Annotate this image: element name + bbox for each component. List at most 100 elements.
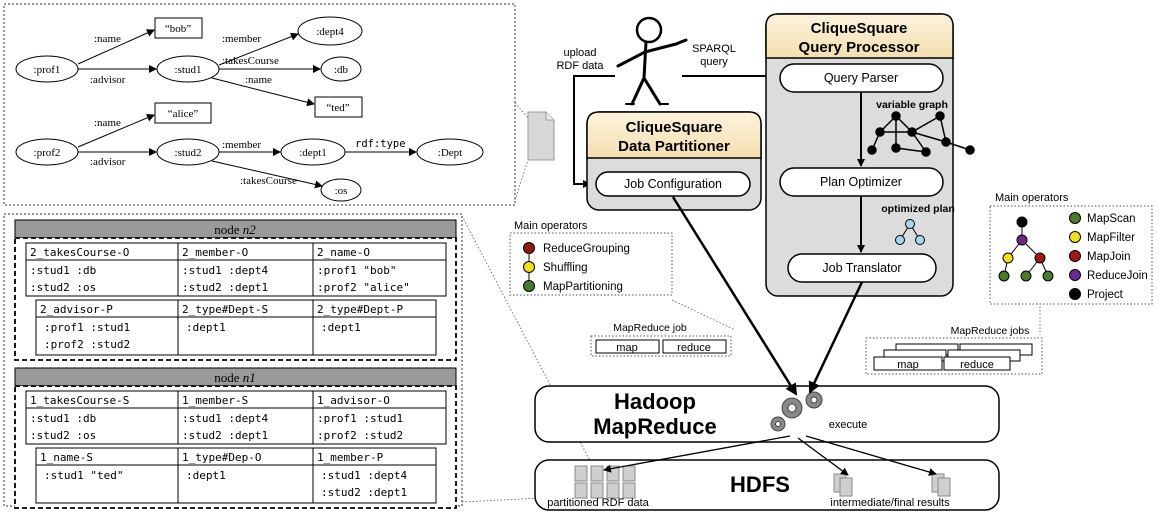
legend-swatch: [1069, 212, 1081, 224]
legend-item: ReduceGrouping: [523, 242, 630, 255]
legend-item: MapScan: [1069, 212, 1136, 225]
table-cell: :stud1 "ted": [44, 469, 123, 482]
hdfs-title: HDFS: [730, 472, 790, 497]
label-Dept: :Dept: [438, 147, 462, 159]
partition-table: 1_takesCourse-S:stud1 :db:stud2 :os: [30, 394, 129, 442]
map-box-label: map: [616, 342, 637, 354]
rdf-file-icon: [527, 111, 555, 161]
node-title: node n1: [214, 370, 256, 385]
hadoop-title: Hadoop: [614, 389, 696, 414]
table-header: 1_member-S: [182, 394, 248, 407]
label-stud1: :stud1: [175, 64, 202, 76]
table-header: 1_member-P: [317, 451, 384, 464]
node-title: node n2: [214, 222, 256, 237]
sparql-label: query: [700, 56, 728, 68]
variable-graph-label: variable graph: [876, 99, 948, 111]
execute-arrows: [603, 435, 937, 476]
legend-left: Main operators ReduceGroupingShufflingMa…: [509, 220, 732, 357]
processor-title: Query Processor: [799, 39, 920, 56]
edge-label-advisor: :advisor: [90, 74, 126, 86]
table-cell: :prof2 :stud2: [317, 429, 403, 442]
node-bob: [154, 17, 203, 39]
results-label: intermediate/final results: [830, 497, 950, 509]
label-dept4: :dept4: [316, 26, 344, 38]
legend-item: MapPartitioning: [523, 280, 623, 293]
user-stick-figure-icon: [616, 16, 688, 106]
partition-table: 1_advisor-O :prof1 :stud1 :prof2 :stud2: [317, 394, 403, 442]
partition-table: 2_takesCourse-O :stud1 :db :stud2 :os: [30, 246, 129, 294]
partition-table: 1_name-S :stud1 "ted": [40, 451, 123, 482]
legend-label: MapScan: [1087, 213, 1136, 225]
edge-label-name: :name: [94, 117, 121, 129]
label-stud2: :stud2: [175, 147, 202, 159]
query-processor: CliqueSquare Query Processor Query Parse…: [765, 13, 975, 297]
table-cell: :stud1 :db: [30, 412, 96, 425]
legend-swatch: [1069, 269, 1081, 281]
flow-arrows: [671, 196, 864, 396]
node-ted: [314, 96, 363, 118]
table-cell: :stud2 :dept1: [182, 281, 268, 294]
upload-label: upload: [563, 47, 596, 59]
table-cell: :stud2 :os: [30, 281, 96, 294]
table-header: 1_advisor-O: [317, 394, 390, 407]
execute-label: execute: [829, 419, 868, 431]
legend-right: Main operators MapScanMapFilterMapJoinRe…: [865, 192, 1153, 375]
table-cell: :prof1 :stud1: [317, 412, 403, 425]
mapreduce-job-label: MapReduce job: [613, 322, 687, 334]
table-cell: :prof2 "alice": [317, 281, 410, 294]
partition-table: 2_type#Dept-S:dept1: [182, 303, 268, 334]
upload-label: RDF data: [556, 60, 604, 72]
plan-optimizer: Plan Optimizer: [820, 175, 902, 189]
partition-table: 2_type#Dept-P:dept1: [317, 303, 403, 334]
table-cell: :stud1 :db: [30, 264, 96, 277]
node-dept4: [297, 16, 363, 46]
table-header: 2_member-O: [182, 246, 248, 259]
partition-node-n1: node n1 1_takesCourse-S:stud1 :db:stud2 :…: [14, 367, 457, 509]
partition-table: 1_member-S :stud1 :dept4 :stud2 :dept1: [182, 394, 268, 442]
table-cell: :prof2 :stud2: [44, 338, 130, 351]
partitioner-title: CliqueSquare: [626, 119, 723, 136]
legend-item: MapJoin: [1069, 250, 1130, 263]
optimized-plan-label: optimized plan: [881, 203, 955, 215]
data-partitioner: CliqueSquare Data Partitioner Job Config…: [586, 111, 762, 211]
table-header: 1_name-S: [40, 451, 93, 464]
edge-label-member: :member: [222, 139, 261, 151]
job-translator: Job Translator: [822, 261, 901, 275]
optimized-plan-icon: [895, 219, 925, 245]
partitioned-files-icon: [574, 465, 636, 499]
partition-table: 2_member-O :stud1 :dept4 :stud2 :dept1: [182, 246, 268, 294]
mapreduce-jobs-label: MapReduce jobs: [951, 325, 1030, 337]
label-bob: “bob”: [165, 23, 191, 35]
variable-graph-icon: [867, 111, 975, 157]
legend-right-title: Main operators: [995, 192, 1069, 204]
table-cell: :stud2 :dept1: [182, 429, 268, 442]
table-cell: :stud1 :dept4: [182, 264, 268, 277]
table-header: 2_takesCourse-O: [30, 246, 129, 259]
legend-item: ReduceJoin: [1069, 269, 1148, 282]
processor-title: CliqueSquare: [811, 20, 908, 37]
legend-swatch: [523, 242, 535, 254]
job-configuration: Job Configuration: [624, 177, 722, 191]
reduce-box-label: reduce: [960, 359, 994, 371]
sparql-label: SPARQL: [692, 43, 736, 55]
table-header: 2_type#Dept-P: [317, 303, 403, 316]
legend-item: Shuffling: [523, 261, 588, 274]
gears-icon: [770, 391, 823, 432]
table-cell: :stud1 :dept4: [321, 469, 407, 482]
table-cell: :stud1 :dept4: [182, 412, 268, 425]
label-prof1: :prof1: [34, 64, 61, 76]
label-alice: “alice”: [168, 108, 199, 120]
partition-table: 2_name-O:prof1 "bob":prof2 "alice": [317, 246, 410, 294]
partitioned-rdf-label: partitioned RDF data: [547, 497, 649, 509]
label-db: :db: [334, 64, 349, 76]
partition-table: 1_member-P:stud1 :dept4:stud2 :dept1: [317, 451, 407, 499]
table-cell: :prof1 :stud1: [44, 321, 130, 334]
partition-tables: node n2 2_takesCourse-O :stud1 :db :stud2 :…: [14, 219, 457, 509]
node-db: [320, 56, 362, 82]
label-os: :os: [335, 185, 348, 197]
hadoop-mapreduce: Hadoop MapReduce execute: [534, 385, 1000, 443]
edge-label-name: :name: [94, 33, 121, 45]
table-header: 1_type#Dep-O: [182, 451, 261, 464]
partitioner-title: Data Partitioner: [618, 138, 730, 155]
table-header: 2_type#Dept-S: [182, 303, 268, 316]
